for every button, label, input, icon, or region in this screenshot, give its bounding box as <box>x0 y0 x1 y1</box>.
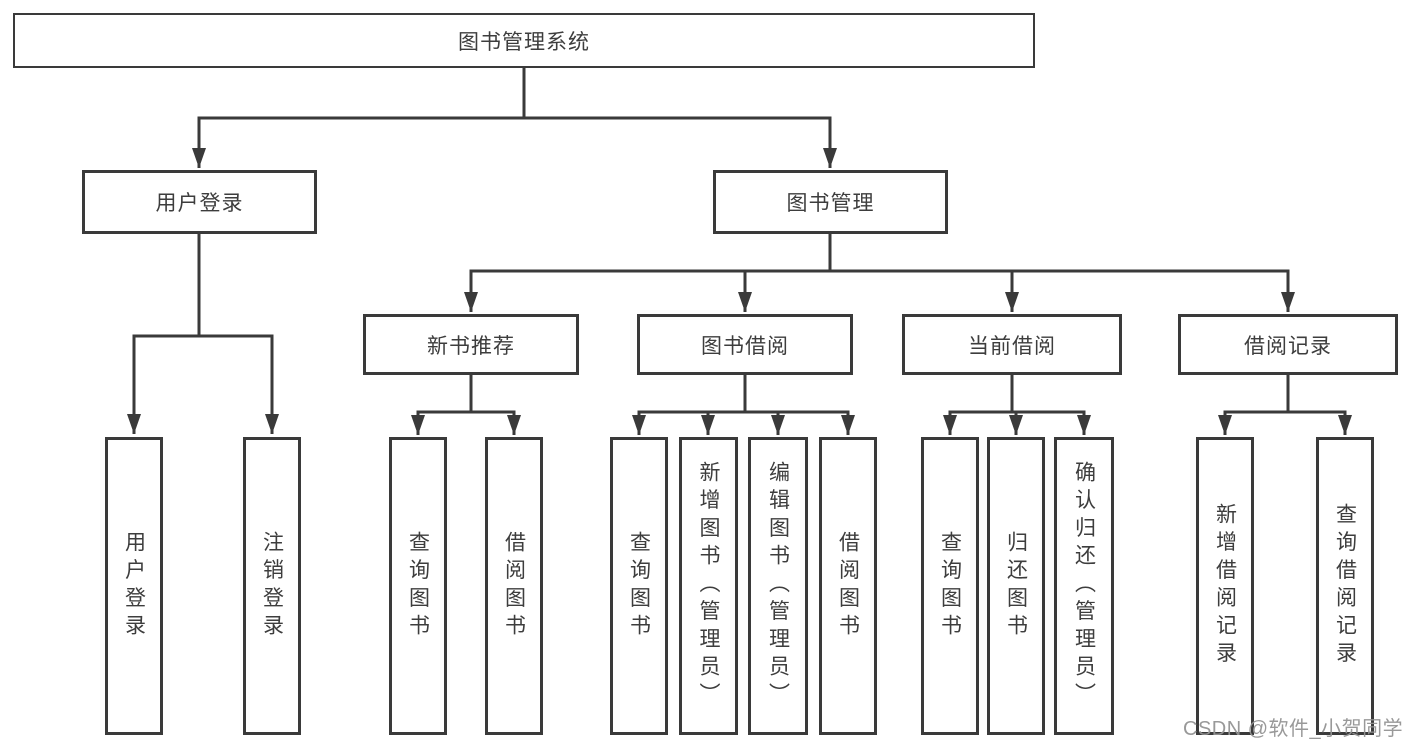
node-label: 查询图书 <box>938 530 962 642</box>
node-label: 注销登录 <box>260 530 284 642</box>
leaf-confirm-return-admin: 确认归还（管理员） <box>1054 437 1114 735</box>
node-label: 新增借阅记录 <box>1213 502 1237 670</box>
leaf-logout: 注销登录 <box>243 437 301 735</box>
node-label: 图书管理系统 <box>458 30 590 54</box>
leaf-edit-book-admin: 编辑图书（管理员） <box>748 437 808 735</box>
node-label: 查询图书 <box>406 530 430 642</box>
node-label: 当前借阅 <box>968 334 1056 358</box>
leaf-user-login: 用户登录 <box>105 437 163 735</box>
node-label: 用户登录 <box>122 530 146 642</box>
node-book-borrowing: 图书借阅 <box>637 314 853 375</box>
node-label: 借阅图书 <box>502 530 526 642</box>
leaf-query-books-current: 查询图书 <box>921 437 979 735</box>
node-label: 查询图书 <box>627 530 651 642</box>
leaf-add-book-admin: 新增图书（管理员） <box>679 437 738 735</box>
node-user-login: 用户登录 <box>82 170 317 234</box>
node-label: 编辑图书（管理员） <box>766 461 790 711</box>
node-label: 归还图书 <box>1004 530 1028 642</box>
node-label: 借阅图书 <box>836 530 860 642</box>
node-label: 新增图书（管理员） <box>697 461 720 711</box>
node-label: 查询借阅记录 <box>1333 502 1357 670</box>
connector-arrows <box>127 116 1352 435</box>
node-label: 新书推荐 <box>427 334 515 358</box>
csdn-watermark: CSDN @软件_小贺同学 <box>1183 718 1404 740</box>
leaf-add-borrow-record: 新增借阅记录 <box>1196 437 1254 735</box>
node-library-management-system: 图书管理系统 <box>13 13 1035 68</box>
leaf-borrow-books-recommend: 借阅图书 <box>485 437 543 735</box>
node-label: 图书管理 <box>786 192 875 215</box>
node-label: 借阅记录 <box>1244 334 1332 358</box>
leaf-return-book: 归还图书 <box>987 437 1045 735</box>
node-label: 用户登录 <box>155 192 244 215</box>
connector-rails <box>132 68 1347 414</box>
node-current-borrowing: 当前借阅 <box>902 314 1122 375</box>
leaf-borrow-books: 借阅图书 <box>819 437 877 735</box>
node-label: 确认归还（管理员） <box>1072 461 1096 711</box>
node-label: 图书借阅 <box>701 334 789 358</box>
node-book-management: 图书管理 <box>713 170 948 234</box>
leaf-query-books-recommend: 查询图书 <box>389 437 447 735</box>
node-borrowing-records: 借阅记录 <box>1178 314 1398 375</box>
leaf-query-borrow-record: 查询借阅记录 <box>1316 437 1374 735</box>
leaf-query-books-borrow: 查询图书 <box>610 437 668 735</box>
node-new-book-recommendation: 新书推荐 <box>363 314 579 375</box>
